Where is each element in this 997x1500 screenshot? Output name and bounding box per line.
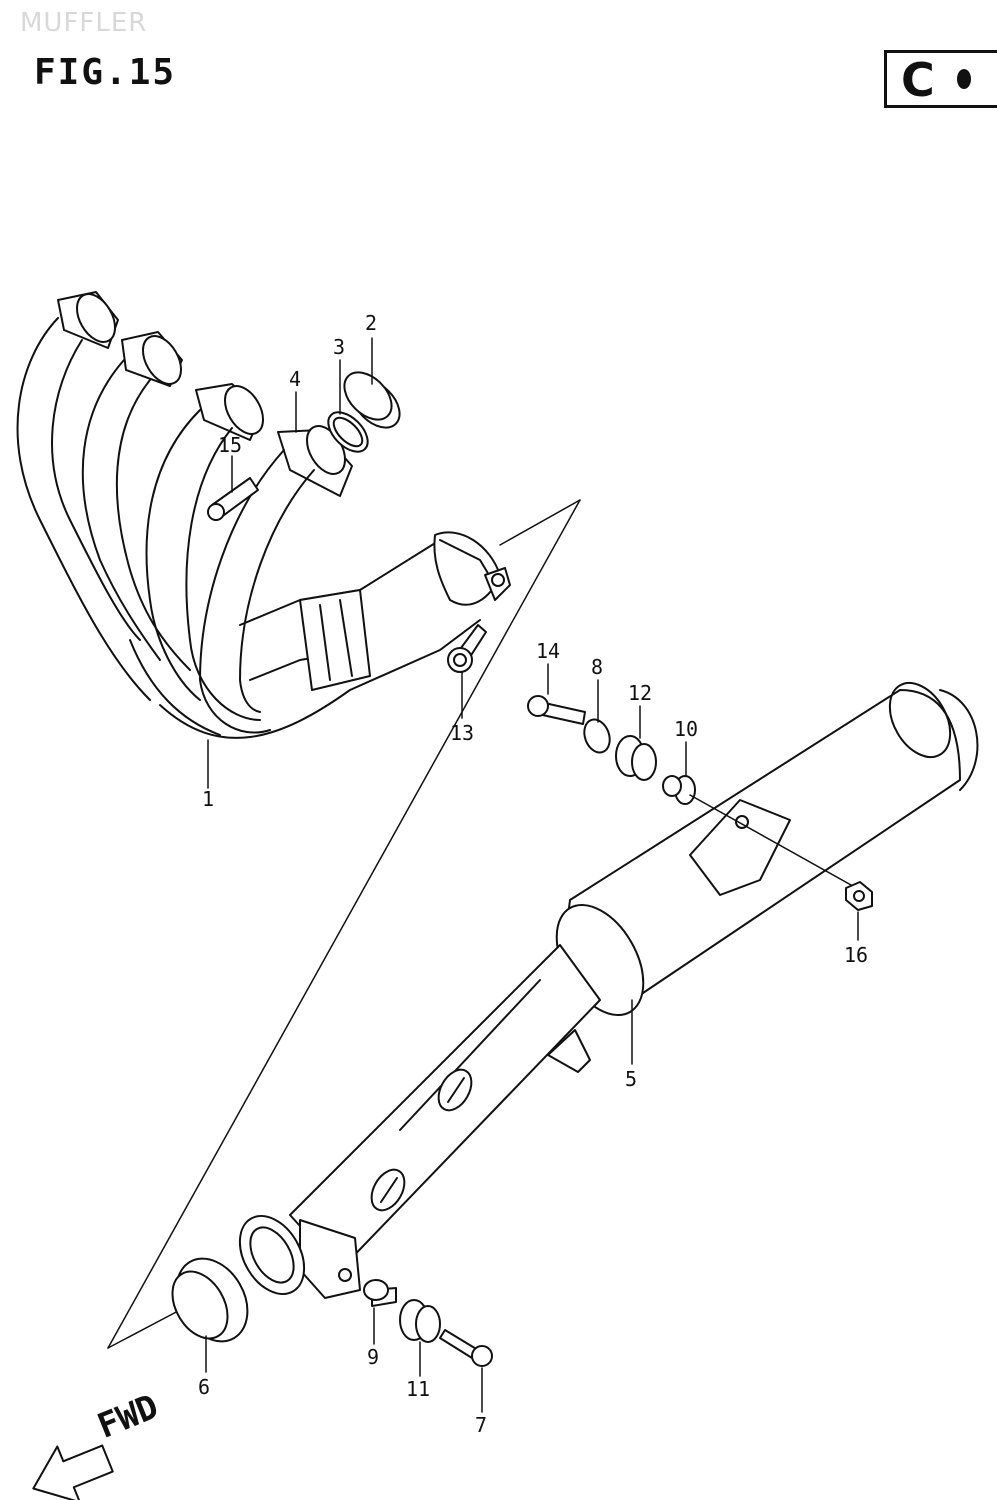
- washer-10-drawing: [662, 775, 696, 805]
- callout-14: 14: [536, 639, 560, 663]
- callout-6: 6: [198, 1375, 210, 1399]
- section-badge: C: [884, 50, 997, 108]
- callout-7: 7: [475, 1413, 487, 1437]
- gasket-drawing: [327, 411, 369, 453]
- callout-16: 16: [844, 943, 868, 967]
- pipe-cushion-drawing: [343, 371, 401, 429]
- assembly-guide-lines: [107, 499, 581, 1349]
- callout-1: 1: [202, 787, 214, 811]
- cushion-12-drawing: [615, 735, 657, 781]
- callout-5: 5: [625, 1067, 637, 1091]
- callout-10: 10: [674, 717, 698, 741]
- exhaust-pipe-drawing: [16, 291, 511, 739]
- callout-13: 13: [450, 721, 474, 745]
- bolt-7-drawing: [439, 1329, 493, 1367]
- figure-title: FIG.15: [34, 52, 177, 93]
- washer-8-drawing: [583, 718, 611, 754]
- callout-4: 4: [289, 367, 301, 391]
- clamp-bolt-drawing: [447, 624, 487, 673]
- forward-direction-indicator: FWD: [32, 1387, 164, 1500]
- callout-3: 3: [333, 335, 345, 359]
- joint-gasket-drawing: [171, 1257, 249, 1343]
- callout-8: 8: [591, 655, 603, 679]
- callout-15: 15: [218, 433, 242, 457]
- bolt-14-drawing: [527, 695, 586, 725]
- category-label: MUFFLER: [20, 8, 148, 38]
- spacer-9-drawing: [363, 1279, 397, 1307]
- callout-12: 12: [628, 681, 652, 705]
- section-badge-mark: [957, 69, 971, 89]
- callout-2: 2: [365, 311, 377, 335]
- callout-11: 11: [406, 1377, 430, 1401]
- cushion-11-drawing: [399, 1299, 441, 1343]
- mount-axis-line: [689, 794, 861, 891]
- section-letter: C: [901, 53, 935, 107]
- callout-9: 9: [367, 1345, 379, 1369]
- nut-16-drawing: [845, 881, 873, 911]
- muffler-drawing: [238, 682, 979, 1299]
- stud-bolt-drawing: [207, 477, 259, 521]
- callout-leaders: [205, 337, 859, 1413]
- fwd-label: FWD: [92, 1387, 164, 1447]
